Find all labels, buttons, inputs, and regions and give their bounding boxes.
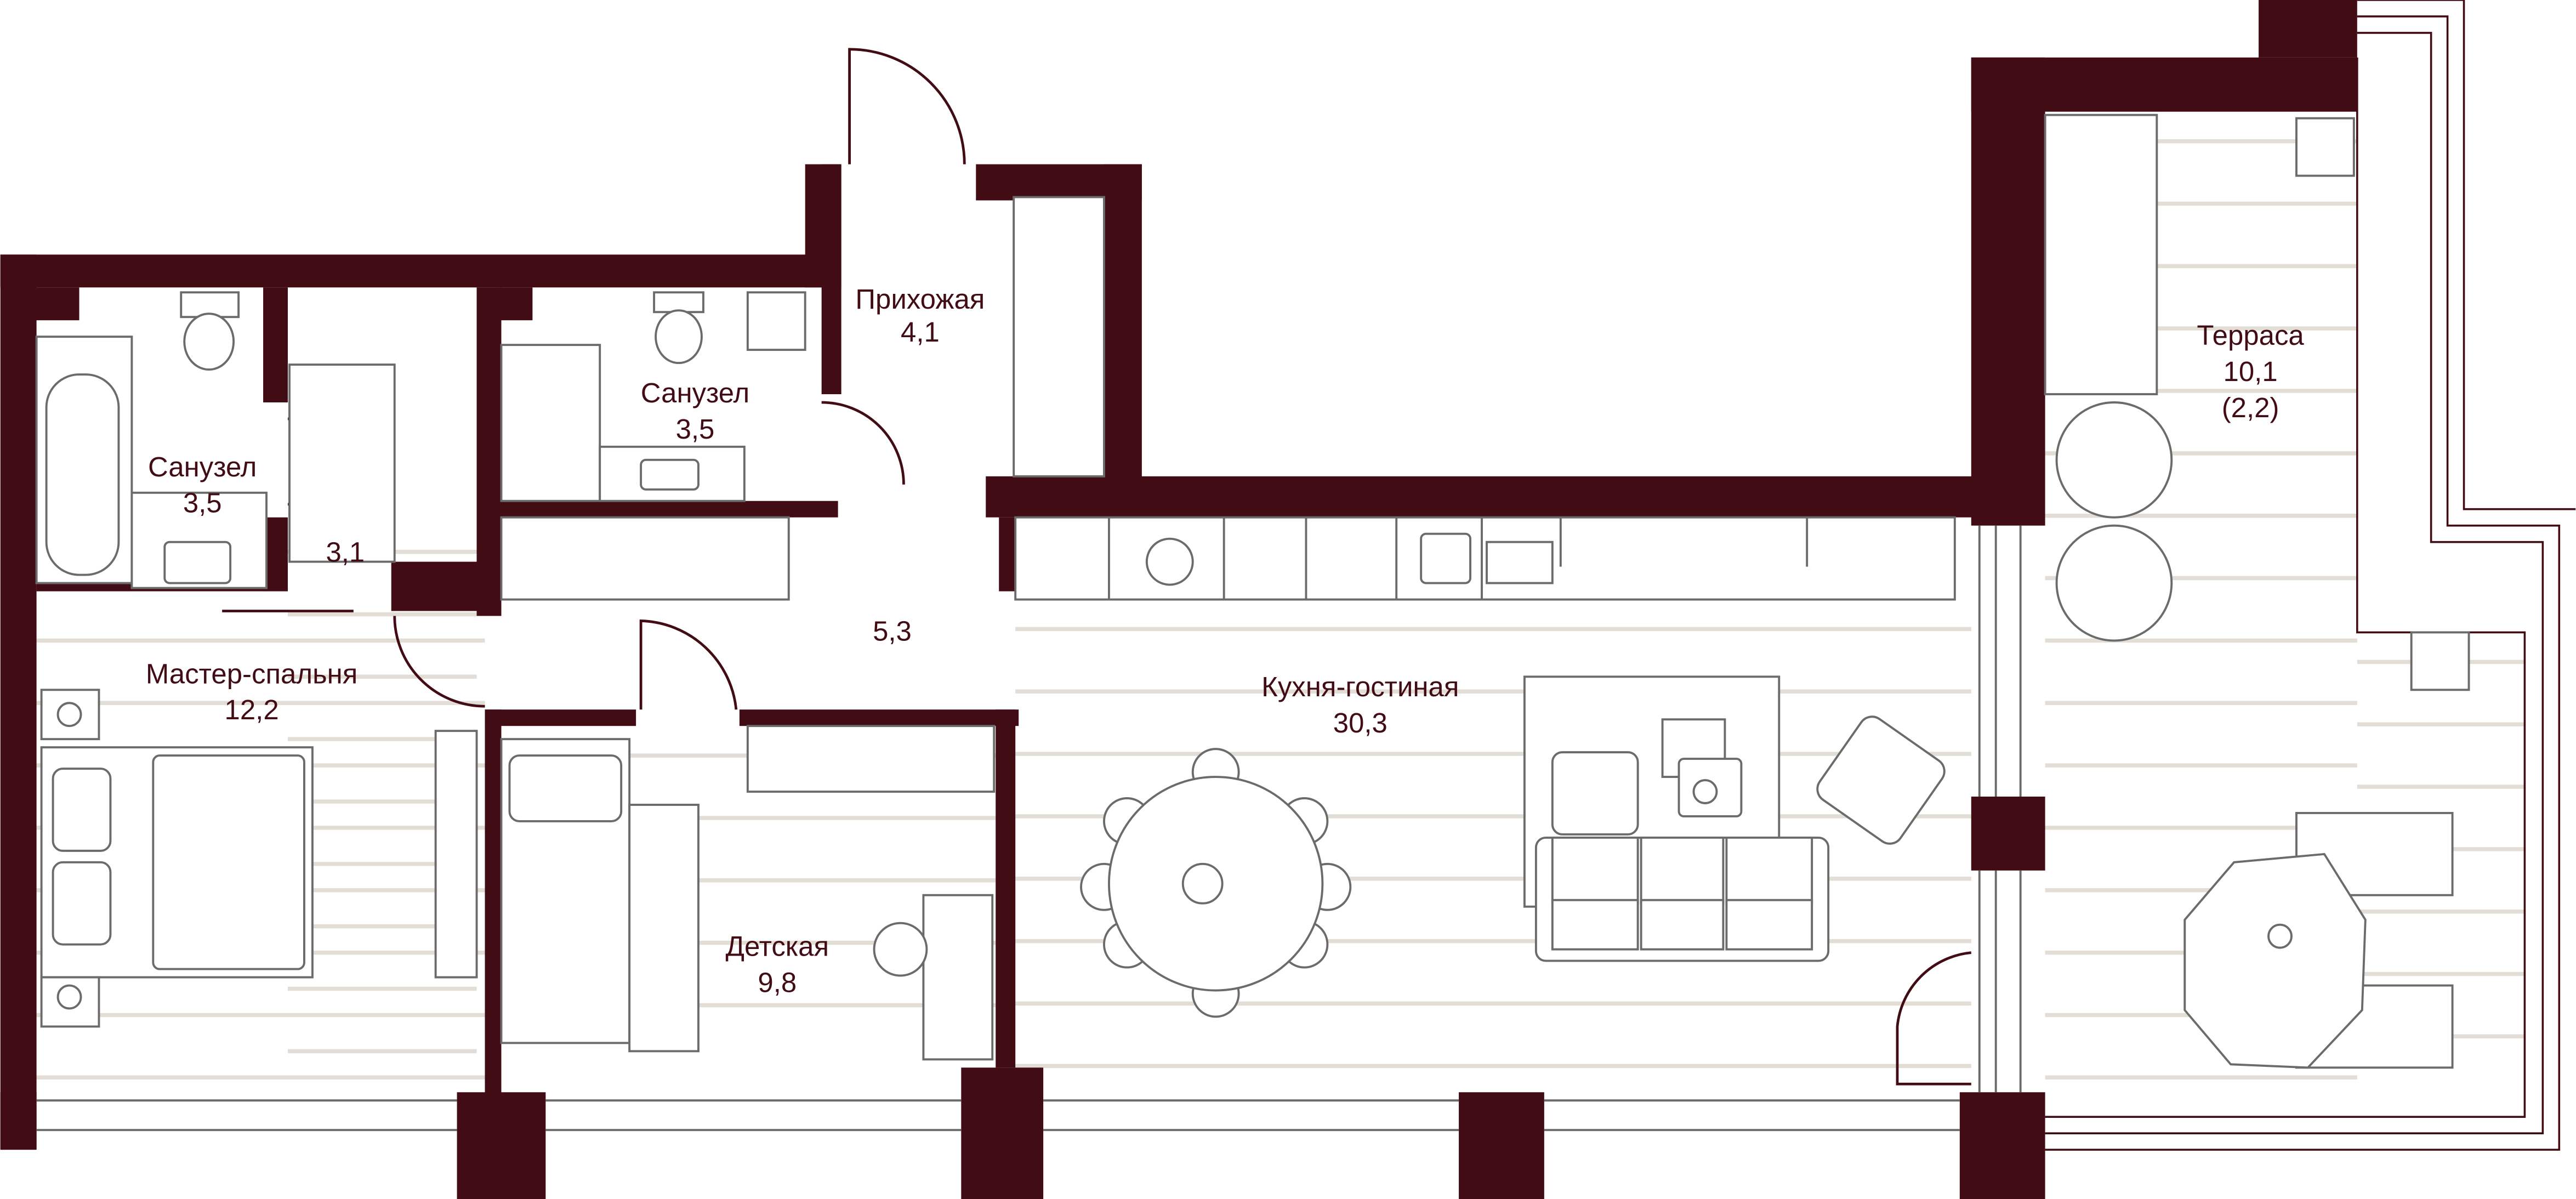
room-name-terrace: Терраса (2197, 320, 2304, 351)
room-area-reduced-terrace: (2,2) (2222, 392, 2279, 423)
room-area-corridor: 5,3 (873, 615, 912, 646)
room-area-master-bedroom: 12,2 (225, 694, 279, 725)
room-area-hallway: 4,1 (901, 316, 940, 348)
room-area-bathroom-2: 3,5 (676, 413, 715, 445)
windows (36, 525, 2022, 1132)
walls (0, 0, 2357, 1199)
room-area-kids-room: 9,8 (758, 967, 797, 998)
furniture (35, 113, 2470, 1069)
terrace-railing (2045, 0, 2576, 1151)
room-area-kitchen-living: 30,3 (1333, 707, 1387, 738)
room-name-bathroom-2: Санузел (641, 377, 749, 408)
room-labels: Прихожая 4,1 Санузел 3,5 Санузел 3,5 3,1… (146, 283, 2305, 998)
room-name-kitchen-living: Кухня-гостиная (1261, 671, 1459, 702)
room-name-hallway: Прихожая (855, 283, 985, 315)
room-name-master-bedroom: Мастер-спальня (146, 658, 357, 689)
room-name-kids-room: Детская (725, 931, 829, 962)
room-area-terrace: 10,1 (2224, 356, 2278, 387)
room-name-bathroom-1: Санузел (148, 451, 257, 482)
room-area-bathroom-1: 3,5 (183, 487, 222, 519)
room-area-wardrobe: 3,1 (326, 537, 365, 568)
